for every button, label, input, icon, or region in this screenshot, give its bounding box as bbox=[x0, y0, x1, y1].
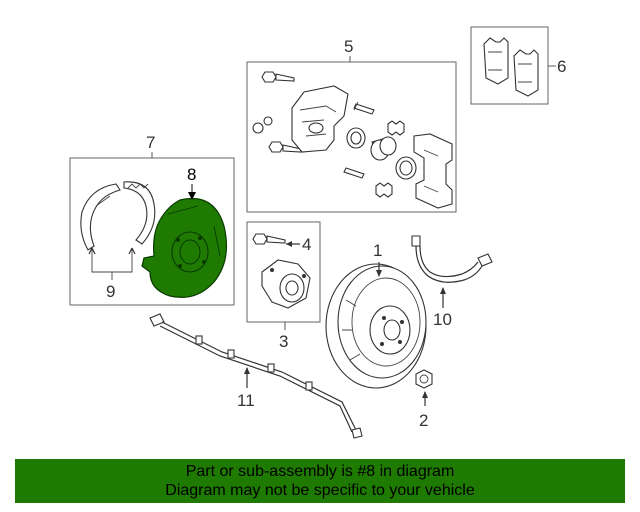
dust-shield-part-8 bbox=[141, 198, 227, 298]
caliper-body bbox=[291, 85, 349, 153]
callout-5: 5 bbox=[344, 37, 353, 56]
parking-brake-group: 7 9 8 bbox=[69, 133, 235, 306]
caliper-bolt-top bbox=[261, 71, 295, 83]
hub-nut bbox=[415, 369, 433, 389]
callout-7: 7 bbox=[146, 133, 155, 152]
exploded-brake-diagram: 5 bbox=[69, 26, 566, 439]
abs-sensor-wire bbox=[149, 313, 363, 439]
callout-3: 3 bbox=[279, 332, 288, 351]
pad-group-box bbox=[470, 26, 549, 105]
callout-9: 9 bbox=[106, 282, 115, 301]
wheel-stud bbox=[252, 233, 286, 245]
callout-10: 10 bbox=[433, 310, 452, 329]
parking-brake-group-box bbox=[69, 157, 235, 306]
guide-pin-bottom bbox=[343, 167, 365, 179]
brake-hose bbox=[411, 235, 493, 283]
hub-bearing bbox=[261, 259, 311, 309]
callout-11: 11 bbox=[237, 391, 255, 410]
highlight-banner: Part or sub-assembly is #8 in diagram Di… bbox=[15, 459, 625, 503]
parking-brake-shoe-right bbox=[123, 181, 156, 245]
callout-6: 6 bbox=[557, 57, 566, 76]
parking-brake-shoe-left bbox=[80, 183, 121, 251]
pad-group: 6 bbox=[470, 26, 566, 105]
caliper-bolt-bottom bbox=[268, 141, 302, 153]
pin-boot-top bbox=[387, 120, 405, 136]
hub-group: 3 4 bbox=[246, 221, 321, 351]
dust-shield-highlight bbox=[141, 198, 227, 298]
hub-group-box bbox=[246, 221, 321, 323]
caliper-bracket bbox=[413, 133, 453, 209]
callout-8: 8 bbox=[187, 165, 196, 184]
caliper-piston bbox=[370, 136, 397, 161]
banner-line-2: Diagram may not be specific to your vehi… bbox=[165, 482, 475, 499]
brake-rotor bbox=[325, 263, 427, 389]
brake-pad-front bbox=[483, 37, 509, 85]
bleeder-cap bbox=[252, 122, 264, 134]
banner-line-1: Part or sub-assembly is #8 in diagram bbox=[185, 463, 455, 480]
callout-4: 4 bbox=[302, 235, 311, 254]
caliper-group: 5 bbox=[246, 37, 457, 213]
caliper-group-box bbox=[246, 61, 457, 213]
guide-pin-top bbox=[353, 101, 375, 115]
callout-1: 1 bbox=[373, 241, 382, 260]
pin-boot-bottom bbox=[375, 182, 393, 198]
callout-2: 2 bbox=[419, 411, 428, 430]
brake-pad-rear bbox=[513, 49, 539, 97]
